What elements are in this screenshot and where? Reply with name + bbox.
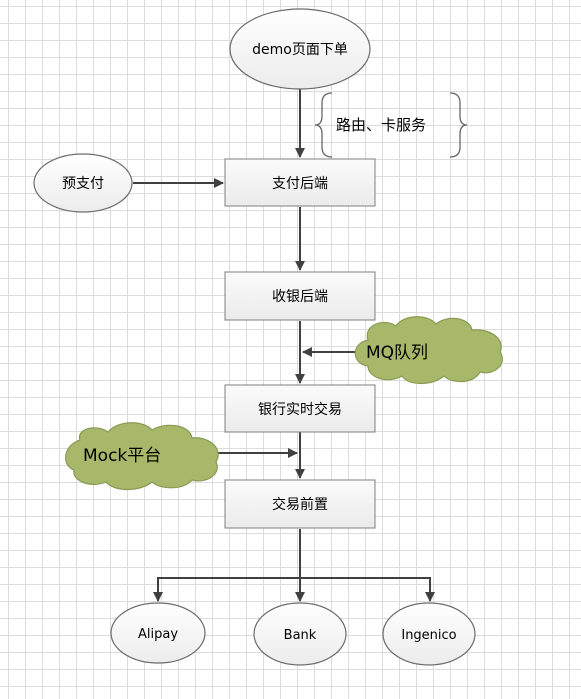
node-demo-order: demo页面下单 [229,8,371,90]
pre-payment-label: 预支付 [62,176,104,192]
bank-realtime-trade-label: 银行实时交易 [258,401,342,418]
arrow-front-to-alipay [153,577,300,602]
node-payment-backend: 支付后端 [224,158,376,207]
node-pre-payment: 预支付 [33,153,133,213]
node-bank: Bank [253,602,347,666]
node-mock-platform: Mock平台 [65,422,219,491]
node-alipay: Alipay [110,602,206,664]
node-trade-frontend: 交易前置 [224,479,376,529]
node-mq-queue: MQ队列 [354,316,503,385]
right-brace [449,92,468,158]
routing-note-label: 路由、卡服务 [336,116,426,134]
mq-queue-label: MQ队列 [366,343,428,363]
ingenico-label: Ingenico [401,628,456,643]
arrow-front-to-ingenico [300,577,435,602]
trade-frontend-label: 交易前置 [272,496,328,513]
alipay-label: Alipay [138,627,178,642]
payment-backend-label: 支付后端 [272,176,328,192]
node-cashier-backend: 收银后端 [224,271,376,321]
mock-platform-label: Mock平台 [83,446,161,466]
bank-label: Bank [284,628,317,643]
demo-order-label: demo页面下单 [252,42,348,58]
routing-note: 路由、卡服务 [314,92,468,158]
node-bank-realtime-trade: 银行实时交易 [224,384,376,433]
left-brace [314,92,333,158]
node-ingenico: Ingenico [382,602,476,666]
mock-cloud-shape [65,422,219,491]
mq-cloud-shape [354,316,503,385]
cashier-backend-label: 收银后端 [272,289,328,305]
